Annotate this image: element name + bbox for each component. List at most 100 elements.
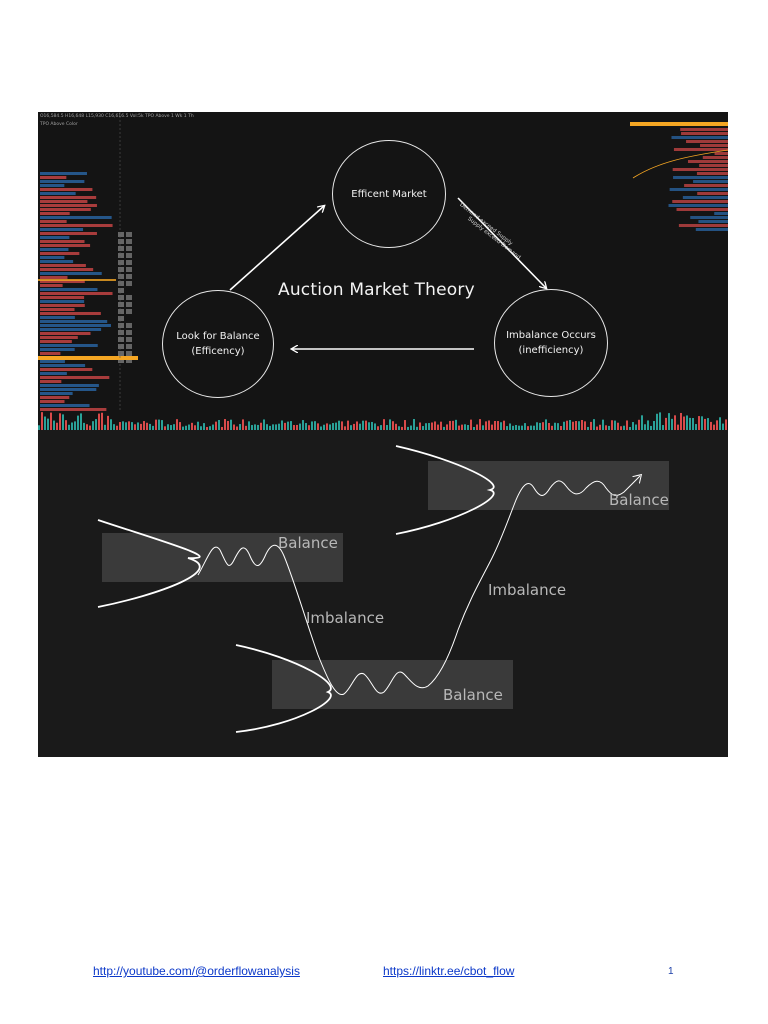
volume-bar	[329, 424, 331, 430]
profile-row	[40, 316, 75, 319]
volume-bar	[209, 426, 211, 430]
volume-bar	[491, 424, 493, 430]
profile-row-right	[699, 164, 728, 167]
volume-bar	[458, 425, 460, 430]
tpo-block	[118, 323, 124, 328]
tpo-block	[118, 351, 124, 356]
volume-bar	[413, 419, 415, 430]
volume-bar	[449, 420, 451, 430]
profile-row-right	[680, 128, 728, 131]
tpo-block	[126, 246, 132, 251]
volume-bar	[692, 418, 694, 430]
linktree-link[interactable]: https://linktr.ee/cbot_flow	[383, 964, 515, 978]
profile-row	[40, 256, 65, 259]
volume-bar	[176, 419, 178, 430]
tpo-block	[118, 358, 124, 363]
profile-row	[40, 220, 67, 223]
volume-bar	[545, 419, 547, 430]
profile-row-right	[687, 160, 728, 163]
price-path-drawing	[97, 445, 728, 733]
volume-bar	[221, 426, 223, 430]
volume-bar	[434, 421, 436, 430]
volume-bar	[665, 417, 667, 430]
volume-bar	[497, 421, 499, 430]
volume-bar	[467, 425, 469, 430]
volume-bar	[344, 426, 346, 430]
volume-bar	[365, 420, 367, 430]
volume-bar	[353, 423, 355, 430]
volume-bar	[668, 413, 670, 430]
volume-bar	[191, 422, 193, 430]
volume-bar	[134, 424, 136, 430]
volume-bar	[524, 423, 526, 430]
tpo-block	[126, 330, 132, 335]
volume-bar	[671, 418, 673, 430]
volume-bar	[650, 425, 652, 430]
tpo-block	[118, 309, 124, 314]
volume-bar	[695, 424, 697, 430]
profile-row	[40, 296, 85, 299]
volume-bar	[569, 420, 571, 430]
volume-bar	[215, 421, 217, 430]
volume-bar	[173, 424, 175, 430]
profile-row	[40, 408, 107, 411]
volume-bar	[80, 413, 82, 430]
volume-bar	[476, 424, 478, 430]
trading-chart-background	[38, 112, 728, 430]
profile-row	[40, 236, 70, 239]
tpo-block	[126, 267, 132, 272]
profile-row	[40, 376, 110, 379]
tpo-block	[126, 309, 132, 314]
volume-bar	[74, 421, 76, 430]
volume-bar	[635, 424, 637, 430]
chart-header-strip-2: TPO Above Color	[40, 122, 78, 127]
balance-label-bottom: Balance	[443, 686, 503, 704]
volume-bar	[686, 415, 688, 430]
circle-sublabel: (inefficiency)	[518, 345, 584, 356]
profile-row	[40, 368, 93, 371]
volume-bar	[404, 420, 406, 430]
tpo-block	[126, 239, 132, 244]
youtube-link[interactable]: http://youtube.com/@orderflowanalysis	[93, 964, 300, 978]
diagram-title: Auction Market Theory	[278, 280, 475, 300]
volume-bar	[596, 426, 598, 430]
circle-label: Efficent Market	[351, 188, 427, 200]
profile-row-right	[673, 148, 728, 151]
va-highlight	[38, 279, 116, 281]
volume-bar	[281, 420, 283, 430]
volume-bar	[494, 420, 496, 430]
volume-bar	[230, 419, 232, 430]
volume-bar	[317, 423, 319, 430]
profile-row-right	[702, 156, 728, 159]
tpo-block	[126, 253, 132, 258]
volume-bar	[131, 422, 133, 430]
volume-bar	[623, 425, 625, 430]
profile-row	[40, 304, 85, 307]
profile-row-right	[697, 192, 728, 195]
volume-bar	[311, 421, 313, 430]
volume-bar	[482, 425, 484, 430]
tpo-block	[118, 232, 124, 237]
volume-bar	[407, 426, 409, 430]
volume-bar	[632, 422, 634, 430]
volume-bar	[269, 425, 271, 430]
tpo-block	[118, 316, 124, 321]
volume-bar	[299, 423, 301, 430]
balance-zone-bottom	[272, 660, 513, 709]
volume-bar	[518, 425, 520, 430]
volume-bar	[473, 426, 475, 430]
tpo-block	[118, 260, 124, 265]
volume-bar	[197, 421, 199, 430]
volume-bar	[485, 421, 487, 430]
volume-bar	[212, 424, 214, 430]
tpo-block	[126, 323, 132, 328]
volume-bar	[389, 419, 391, 430]
profile-row	[40, 244, 91, 247]
volume-bar	[320, 426, 322, 430]
volume-bar	[446, 424, 448, 430]
volume-bar	[206, 426, 208, 430]
volume-bar	[323, 424, 325, 430]
volume-bar	[254, 424, 256, 430]
volume-bar	[710, 421, 712, 430]
profile-row-right	[695, 228, 728, 231]
